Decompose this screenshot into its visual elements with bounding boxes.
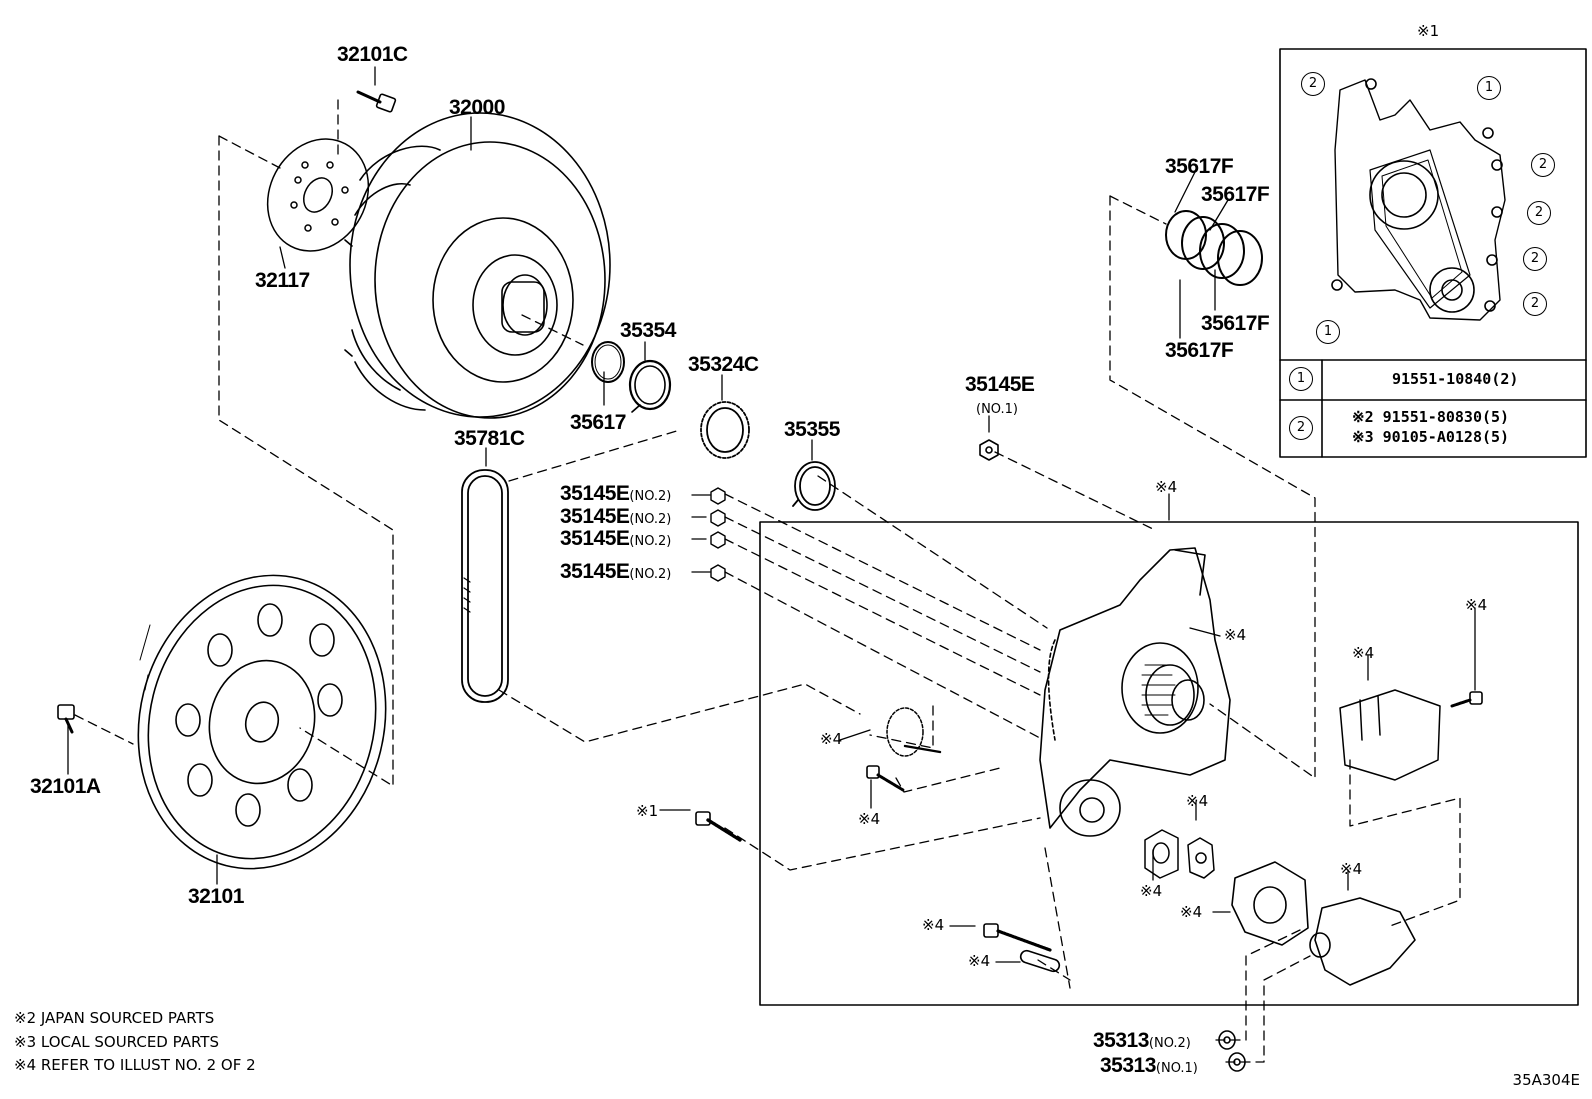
subassembly-frame bbox=[759, 521, 1579, 1006]
note-refer-illust: ※4 REFER TO ILLUST NO. 2 OF 2 bbox=[14, 1056, 256, 1074]
label-35145E-4[interactable]: 35145E(NO.2) bbox=[560, 560, 672, 583]
gear-35324C bbox=[700, 401, 750, 459]
pump-gear-small bbox=[1187, 837, 1215, 879]
clip-35355 bbox=[792, 461, 836, 511]
label-32101[interactable]: 32101 bbox=[188, 885, 244, 908]
torque-converter-32000 bbox=[344, 112, 611, 419]
mark-4-gear: ※4 bbox=[820, 730, 843, 748]
mark-4-gear-small: ※4 bbox=[1186, 792, 1209, 810]
solid-leaders bbox=[67, 66, 1476, 963]
label-35145E-no1-sub: (NO.1) bbox=[976, 402, 1018, 417]
dashed-leaders bbox=[74, 99, 1461, 1063]
inset-callout-2-c: 2 bbox=[1527, 201, 1551, 225]
mark-4-frame: ※4 bbox=[1155, 478, 1178, 496]
bolt-small-2 bbox=[1450, 691, 1483, 708]
label-35145E-3[interactable]: 35145E(NO.2) bbox=[560, 527, 672, 550]
label-35617F-d[interactable]: 35617F bbox=[1165, 339, 1234, 362]
nut-35145e-no1 bbox=[979, 439, 999, 461]
label-35617F-b[interactable]: 35617F bbox=[1201, 183, 1270, 206]
inset-legend-part-2b[interactable]: ※3 90105-A0128(5) bbox=[1352, 428, 1510, 446]
illustration-code: 35A304E bbox=[1512, 1071, 1580, 1089]
pump-body bbox=[1231, 861, 1309, 946]
label-32000[interactable]: 32000 bbox=[449, 96, 505, 119]
inset-legend-part-2a[interactable]: ※2 91551-80830(5) bbox=[1352, 408, 1510, 426]
nut-35145e-no2-group bbox=[710, 487, 726, 582]
inset-legend-key-2: 2 bbox=[1289, 416, 1313, 440]
label-35617[interactable]: 35617 bbox=[570, 411, 626, 434]
inset-legend-key-1: 1 bbox=[1289, 367, 1313, 391]
mark-4-strainer: ※4 bbox=[1352, 644, 1375, 662]
label-35145E-1[interactable]: 35145E(NO.2) bbox=[560, 482, 672, 505]
inset-callout-1-a: 1 bbox=[1477, 76, 1501, 100]
label-35354[interactable]: 35354 bbox=[620, 319, 676, 342]
bolt-small-1 bbox=[866, 765, 905, 792]
label-35324C[interactable]: 35324C bbox=[688, 353, 759, 376]
label-35617F-a[interactable]: 35617F bbox=[1165, 155, 1234, 178]
label-35781C[interactable]: 35781C bbox=[454, 427, 525, 450]
ring-35354 bbox=[628, 359, 672, 413]
nut-35313-no1 bbox=[1228, 1052, 1246, 1072]
label-35313-no2[interactable]: 35313(NO.2) bbox=[1093, 1029, 1191, 1052]
ring-35617 bbox=[591, 341, 625, 383]
inset-title-mark: ※1 bbox=[1417, 22, 1440, 40]
bolt-32101c bbox=[356, 90, 397, 113]
seal-rings-35617f bbox=[1165, 210, 1263, 286]
strainer bbox=[1339, 689, 1441, 781]
label-35617F-c[interactable]: 35617F bbox=[1201, 312, 1270, 335]
inset-box bbox=[1279, 48, 1587, 458]
mark-4-pin: ※4 bbox=[968, 952, 991, 970]
inset-callout-2-e: 2 bbox=[1523, 292, 1547, 316]
inset-legend-part-1[interactable]: 91551-10840(2) bbox=[1392, 370, 1519, 388]
label-32101A[interactable]: 32101A bbox=[30, 775, 101, 798]
note-local-sourced: ※3 LOCAL SOURCED PARTS bbox=[14, 1033, 219, 1051]
pump-rotor bbox=[1144, 829, 1179, 879]
drive-plate-32101 bbox=[137, 574, 387, 870]
mark-4-pump-cover: ※4 bbox=[1340, 860, 1363, 878]
chain-35781c bbox=[461, 469, 509, 703]
note-japan-sourced: ※2 JAPAN SOURCED PARTS bbox=[14, 1009, 215, 1027]
mark-4-pump-body: ※4 bbox=[1180, 903, 1203, 921]
transmission-case bbox=[1039, 547, 1231, 837]
label-32101C[interactable]: 32101C bbox=[337, 43, 408, 66]
mark-1-bolt: ※1 bbox=[636, 802, 659, 820]
nut-35313-no2 bbox=[1218, 1030, 1236, 1050]
mark-4-bolt: ※4 bbox=[1465, 596, 1488, 614]
inset-callout-2-a: 2 bbox=[1301, 72, 1325, 96]
label-35355[interactable]: 35355 bbox=[784, 418, 840, 441]
label-35313-no1[interactable]: 35313(NO.1) bbox=[1100, 1054, 1198, 1077]
drive-plate-32117 bbox=[266, 138, 370, 252]
bolt-long-2 bbox=[983, 923, 1052, 952]
pin bbox=[1019, 949, 1061, 973]
mark-4-bolt-small: ※4 bbox=[858, 810, 881, 828]
mark-4-bolt-long: ※4 bbox=[922, 916, 945, 934]
label-35145E-no1[interactable]: 35145E bbox=[965, 373, 1035, 396]
gear-assembly-small bbox=[886, 707, 942, 757]
bolt-long-m1 bbox=[695, 811, 742, 842]
label-35145E-2[interactable]: 35145E(NO.2) bbox=[560, 505, 672, 528]
mark-4-case: ※4 bbox=[1224, 626, 1247, 644]
inset-callout-2-d: 2 bbox=[1523, 247, 1547, 271]
label-32117[interactable]: 32117 bbox=[255, 269, 310, 292]
pump-cover bbox=[1309, 897, 1416, 986]
inset-callout-1-b: 1 bbox=[1316, 320, 1340, 344]
mark-4-rotor: ※4 bbox=[1140, 882, 1163, 900]
bolt-32101a bbox=[57, 704, 75, 734]
inset-callout-2-b: 2 bbox=[1531, 153, 1555, 177]
